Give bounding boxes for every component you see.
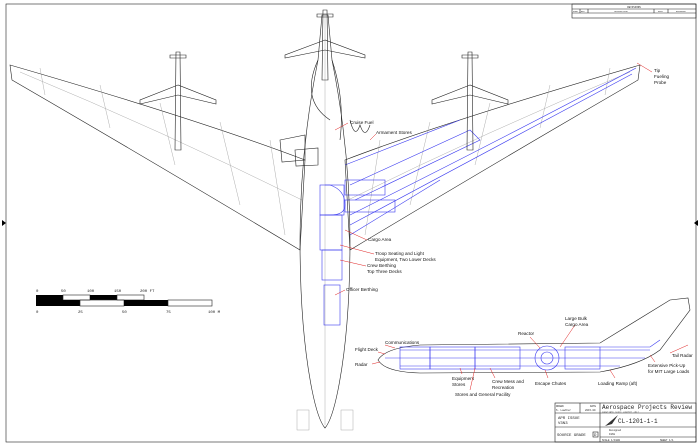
label-tail-radar: Tail Radar xyxy=(672,353,693,358)
label-communications: Communications xyxy=(385,340,420,345)
label-escape-chutes: Escape Chutes xyxy=(535,381,567,386)
label-large-bulk: Large Bulk xyxy=(565,316,588,321)
rev-col-desc: DESCRIPTION xyxy=(614,10,628,13)
label-loading-ramp: Loading Ramp (aft) xyxy=(598,381,638,386)
m-tick-75: 75 xyxy=(166,311,171,315)
rev-col-date: DATE xyxy=(658,10,664,13)
designed-year: 1968 xyxy=(609,433,616,436)
designed-label: Designed xyxy=(609,429,622,432)
label-crew-berthing: Crew Berthing xyxy=(367,263,397,268)
ft-tick-50: 50 xyxy=(61,290,66,294)
quill-logo-icon xyxy=(605,415,618,426)
aircraft-side-view xyxy=(377,297,691,374)
right-wing xyxy=(344,64,641,251)
title-block: DRAWN S. Lowther DATE 2015-09 Aerospace … xyxy=(554,402,697,443)
label-cargo-area-side: Cargo Area xyxy=(565,322,589,327)
left-wing xyxy=(9,64,306,251)
m-tick-50: 50 xyxy=(122,311,127,315)
rev-col-zone: ZONE xyxy=(573,10,579,13)
label-pickup: Extensive Pick-Up xyxy=(648,363,686,368)
label-top-three-decks: Top Three Decks xyxy=(367,269,402,274)
label-mit-loads: for MIT Large Loads xyxy=(648,369,690,374)
ft-tick-200: 200 FT xyxy=(140,290,155,294)
scale-label: SCALE 1/1900 xyxy=(602,439,621,442)
label-fueling: Fueling xyxy=(654,74,670,79)
rev-col-rev: REV xyxy=(581,10,585,13)
source-grade: D xyxy=(594,434,597,438)
scale-bar: 0 50 100 150 200 FT 0 25 50 75 100 M xyxy=(36,290,221,315)
source-grade-label: SOURCE GRADE xyxy=(557,434,586,438)
ft-tick-0: 0 xyxy=(36,290,39,294)
label-armament-stores: Armament Stores xyxy=(376,130,412,135)
date-label: DATE xyxy=(590,405,597,408)
publication-name: Aerospace Projects Review xyxy=(602,404,692,411)
sheet-border xyxy=(5,3,697,443)
fuselage xyxy=(299,14,351,429)
sheet-label: SHEET 1/1 xyxy=(660,439,674,442)
rev-col-approved: APPROVED xyxy=(676,10,686,13)
label-probe: Probe xyxy=(654,80,667,85)
center-mark-left xyxy=(2,220,6,226)
parked-bomber-left xyxy=(139,51,217,151)
drawn-label: DRAWN xyxy=(556,405,564,408)
volume: V3N3 xyxy=(558,422,568,426)
date-value: 2015-09 xyxy=(585,409,596,412)
label-stores-general: Stores and General Facility xyxy=(455,392,511,397)
label-reactor: Reactor xyxy=(518,331,535,336)
label-stores: Stores xyxy=(452,382,466,387)
drawing-number: CL-1201-1-1 xyxy=(618,418,658,425)
label-officer-berthing: Officer Berthing xyxy=(346,287,378,292)
m-tick-100: 100 M xyxy=(208,311,221,315)
parked-bomber-right xyxy=(431,51,509,151)
center-mark-right xyxy=(694,220,698,226)
drawn-by: S. Lowther xyxy=(556,409,572,412)
ft-tick-100: 100 xyxy=(87,290,95,294)
label-troop-seating: Troop Seating and Light xyxy=(375,251,425,256)
label-cruise-fuel: Cruise Fuel xyxy=(350,120,374,125)
revisions-title: REVISIONS xyxy=(627,6,641,9)
label-two-lower-decks: Equipment, Two Lower Decks xyxy=(375,257,436,262)
copyright: Copyright Scott Lowther 2017 xyxy=(602,411,639,414)
label-flight-deck: Flight Deck xyxy=(355,347,379,352)
right-wing-structure xyxy=(344,67,637,236)
side-annotations: Large Bulk Cargo Area Reactor Communicat… xyxy=(355,316,693,397)
label-crew-mess: Crew Mess and xyxy=(492,379,524,384)
issue-label: APR ISSUE xyxy=(558,417,580,421)
m-tick-25: 25 xyxy=(78,311,83,315)
label-equipment: Equipment xyxy=(452,376,475,381)
label-tip: Tip xyxy=(654,68,661,73)
ft-tick-150: 150 xyxy=(114,290,122,294)
revision-block: REVISIONS ZONE REV DESCRIPTION DATE APPR… xyxy=(571,3,697,19)
label-recreation: Recreation xyxy=(492,385,515,390)
fuselage-compartments xyxy=(319,184,346,326)
label-cargo-area: Cargo Area xyxy=(368,237,392,242)
engine-pod xyxy=(279,134,306,163)
label-radar: Radar xyxy=(355,362,368,367)
m-tick-0: 0 xyxy=(36,311,39,315)
aircraft-plan-view xyxy=(9,14,641,431)
parked-bomber-center xyxy=(284,9,366,81)
plan-annotations: Tip Fueling Probe Cruise Fuel Armament S… xyxy=(334,62,670,296)
